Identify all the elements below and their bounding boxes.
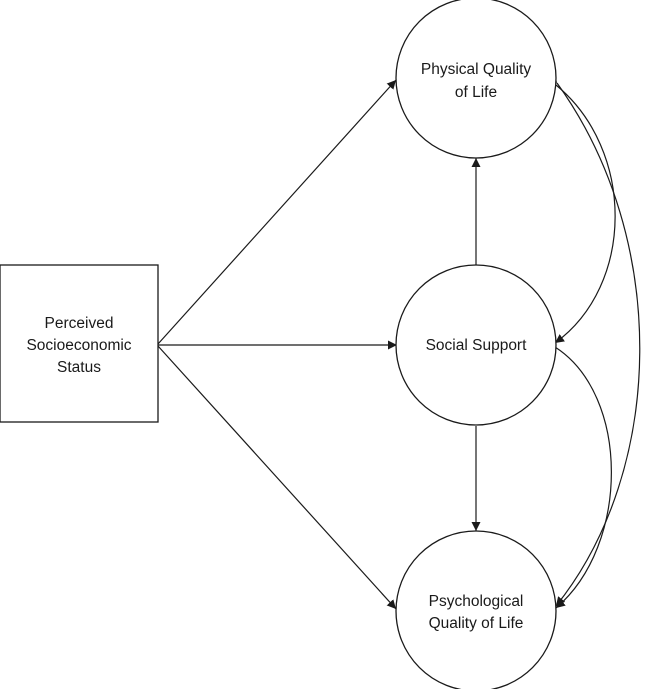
node-physical-qol: Physical Quality of Life: [395, 0, 557, 159]
node-perceived-ses-label-line2: Socioeconomic: [26, 337, 131, 354]
node-perceived-ses-label-line3: Status: [57, 359, 101, 376]
node-perceived-ses-label-line1: Perceived: [45, 315, 114, 332]
node-social-support-label: Social Support: [426, 337, 528, 354]
node-perceived-ses: Perceived Socioeconomic Status: [0, 264, 159, 423]
node-physical-qol-label-line2: of Life: [455, 84, 497, 101]
node-psychological-qol-label-line2: Quality of Life: [429, 615, 524, 632]
node-physical-qol-label-line1: Physical Quality: [421, 61, 532, 78]
node-psychological-qol-label-line1: Psychological: [429, 593, 524, 610]
path-ses-to-psych: [157, 345, 397, 610]
path-ses-to-physical: [157, 79, 397, 345]
node-social-support: Social Support: [395, 264, 557, 426]
covariance-physical-social: [546, 75, 616, 344]
covariance-physical-psych: [548, 73, 641, 607]
covariance-social-psych: [544, 338, 612, 609]
node-psychological-qol: Psychological Quality of Life: [395, 530, 557, 689]
